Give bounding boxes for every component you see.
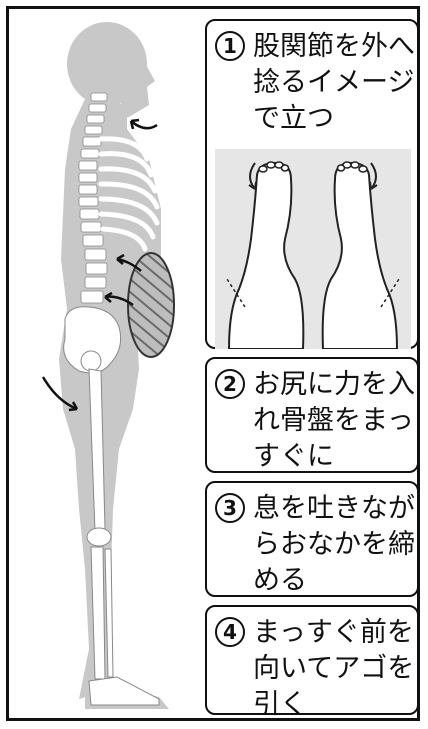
step-box-2: 2 お尻に力を入れ骨盤をまっすぐに <box>205 357 419 473</box>
step-3: 3 息を吐きながらおなかを締める <box>215 491 415 599</box>
step-4-text: まっすぐ前を向いてアゴを引く <box>253 617 415 720</box>
feet-rotation-illustration <box>215 149 411 349</box>
step-1-text: 股関節を外へ捻るイメージで立つ <box>253 31 415 134</box>
arrow-icon <box>41 118 158 412</box>
step-2-text: お尻に力を入れ骨盤をまっすぐに <box>253 369 415 472</box>
step-4-number: 4 <box>215 617 245 647</box>
step-1: 1 股関節を外へ捻るイメージで立つ <box>215 29 415 137</box>
abdomen-hatch-icon <box>127 252 175 358</box>
diagram-frame: 1 股関節を外へ捻るイメージで立つ <box>6 6 420 721</box>
posture-figure <box>41 22 175 709</box>
ribcage <box>98 136 160 252</box>
step-1-number: 1 <box>215 31 245 61</box>
step-2: 2 お尻に力を入れ骨盤をまっすぐに <box>215 367 415 475</box>
leg-bones <box>86 368 160 706</box>
step-box-3: 3 息を吐きながらおなかを締める <box>205 481 419 597</box>
step-2-number: 2 <box>215 369 245 399</box>
pelvis <box>63 306 122 374</box>
step-box-1: 1 股関節を外へ捻るイメージで立つ <box>205 19 419 349</box>
step-3-text: 息を吐きながらおなかを締める <box>253 493 415 596</box>
step-box-4: 4 まっすぐ前を向いてアゴを引く <box>205 605 419 720</box>
step-4: 4 まっすぐ前を向いてアゴを引く <box>215 615 414 723</box>
step-3-number: 3 <box>215 493 245 523</box>
